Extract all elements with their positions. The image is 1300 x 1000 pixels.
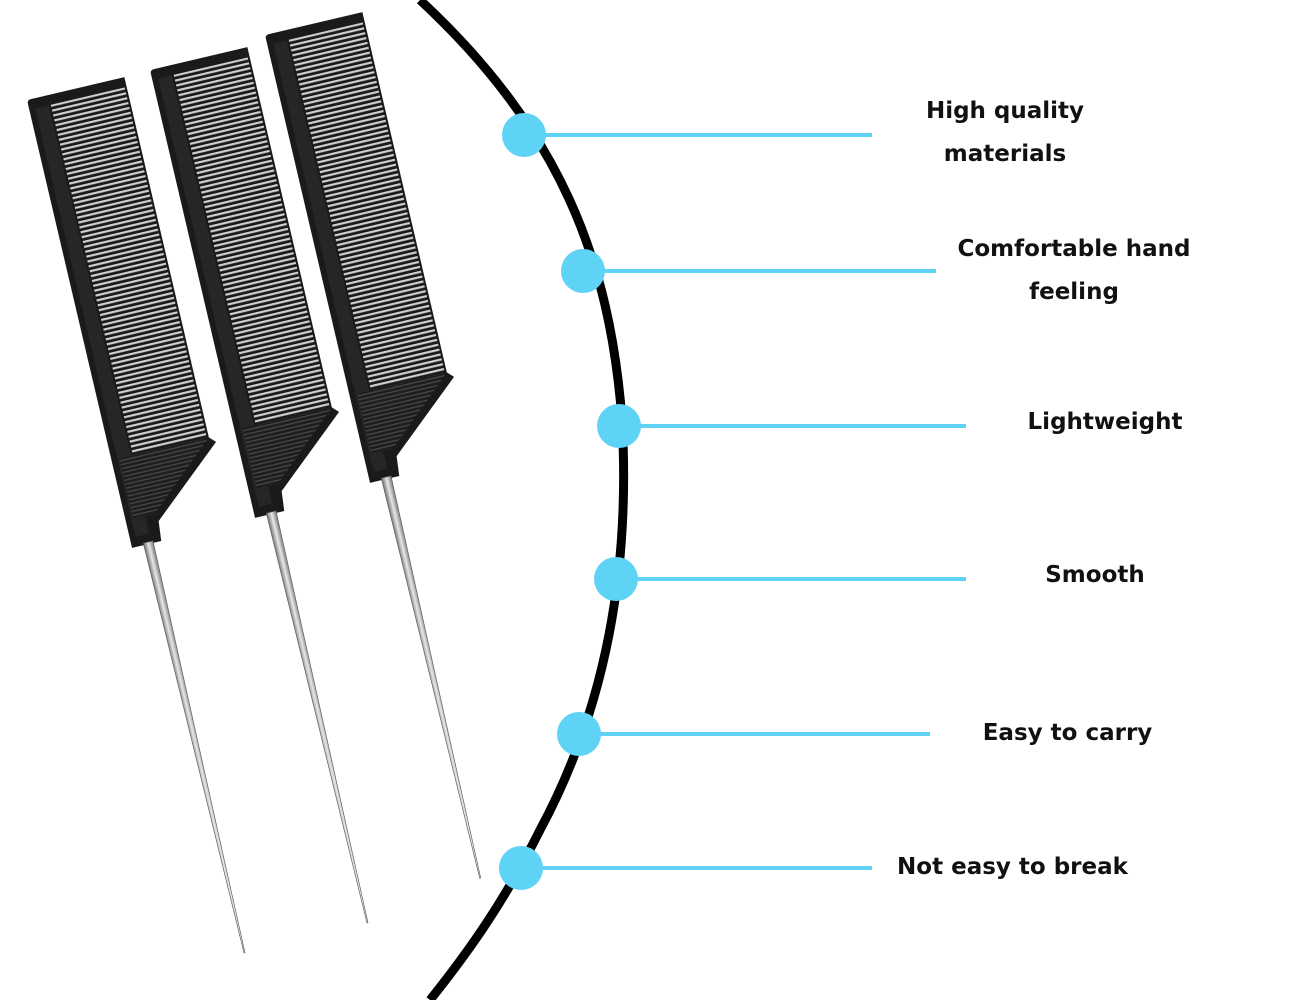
comb-teeth [50, 87, 207, 456]
comb-pin [265, 510, 369, 924]
feature-label-smooth: Smooth [1025, 554, 1165, 597]
feature-label-line: feeling [1029, 279, 1119, 305]
feature-label-line: materials [943, 141, 1067, 167]
feature-label-durable: Not easy to break [885, 846, 1140, 889]
comb-illustration [27, 12, 482, 954]
feature-label-line: Smooth [1045, 562, 1145, 588]
connector-dot-comfort [561, 249, 605, 293]
comb-teeth [173, 57, 330, 426]
comb-spine [35, 105, 150, 537]
connector-dot-quality [502, 113, 546, 157]
comb-teeth [288, 22, 445, 391]
connector-dot-carry [557, 712, 601, 756]
comb-grip [357, 372, 447, 454]
comb-pin [142, 540, 246, 954]
connector-dot-durable [499, 846, 543, 890]
comb-2 [150, 47, 369, 924]
feature-label-weight: Lightweight [1010, 401, 1200, 444]
connector-dot-smooth [594, 557, 638, 601]
divider-arc [416, 0, 629, 1000]
feature-label-quality: High quality materials [905, 90, 1105, 176]
feature-label-line: Lightweight [1027, 409, 1183, 435]
comb-grip [242, 407, 332, 489]
feature-label-comfort: Comfortable hand feeling [945, 228, 1203, 314]
feature-label-line: High quality [925, 98, 1085, 124]
feature-label-line: Comfortable hand [957, 236, 1191, 262]
connector-dot-weight [597, 404, 641, 448]
feature-connectors [499, 113, 966, 890]
comb-1 [27, 77, 246, 954]
comb-3 [265, 12, 482, 879]
feature-label-line: Easy to carry [982, 720, 1153, 746]
feature-label-carry: Easy to carry [975, 712, 1160, 755]
feature-label-line: Not easy to break [897, 854, 1128, 880]
comb-pin [380, 475, 482, 879]
comb-grip [119, 437, 209, 519]
comb-spine [158, 75, 273, 507]
comb-spine [273, 40, 388, 472]
